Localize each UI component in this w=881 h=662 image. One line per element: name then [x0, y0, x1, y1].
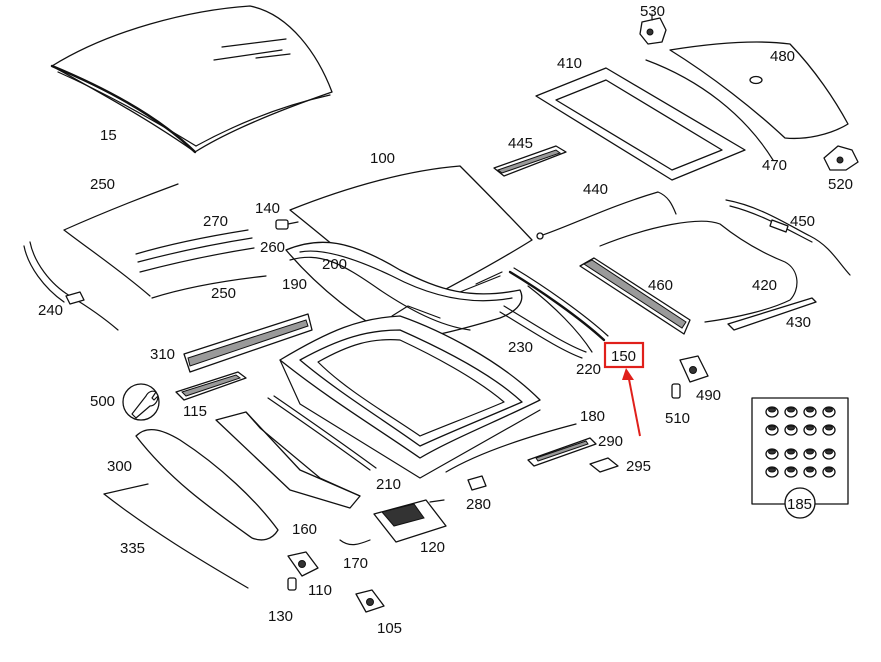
cap-top-icon: [768, 425, 776, 431]
part-250-240-strips: [23, 183, 267, 331]
part-15-glass-roof: [50, 5, 333, 154]
part-label-530: 530: [640, 3, 665, 20]
part-460-420-430-deflector: [579, 220, 817, 335]
part-310-wind-deflector: [183, 313, 313, 373]
part-label-410: 410: [557, 55, 582, 72]
part-label-490: 490: [696, 387, 721, 404]
part-520-clip: [823, 145, 859, 171]
part-main-cassette-frame: [279, 315, 541, 479]
part-label-290: 290: [598, 433, 623, 450]
part-490-510-clips: [671, 355, 709, 399]
part-label-280: 280: [466, 496, 491, 513]
part-label-160: 160: [292, 521, 317, 538]
part-label-420: 420: [752, 277, 777, 294]
part-number-labels: 15 100 105 110 115 120 130 140 150 160 170 180 185 19…: [38, 3, 853, 637]
part-label-230: 230: [508, 339, 533, 356]
part-170-cable: [339, 539, 371, 546]
part-label-250b: 250: [211, 285, 236, 302]
part-label-150: 150: [611, 348, 636, 365]
part-label-180: 180: [580, 408, 605, 425]
part-label-130: 130: [268, 608, 293, 625]
part-label-120: 120: [420, 539, 445, 556]
part-label-110: 110: [308, 582, 332, 599]
part-label-100: 100: [370, 150, 395, 167]
part-label-445: 445: [508, 135, 533, 152]
part-label-460: 460: [648, 277, 673, 294]
part-210-guide-rail: [267, 395, 377, 471]
highlight-arrowhead: [622, 368, 634, 380]
cap-top-icon: [768, 449, 776, 455]
part-180-290-295-trim: [445, 423, 619, 491]
part-140-screw: [275, 219, 299, 230]
part-300-shade-panel: [103, 429, 279, 589]
cap-top-icon: [787, 449, 795, 455]
part-label-185: 185: [787, 496, 812, 513]
part-530-clip: [639, 13, 667, 45]
part-label-170: 170: [343, 555, 368, 572]
part-label-250a: 250: [90, 176, 115, 193]
cap-top-icon: [787, 467, 795, 473]
part-450-cable: [725, 199, 851, 276]
part-440-cable: [536, 191, 677, 240]
part-label-520: 520: [828, 176, 853, 193]
cap-top-icon: [806, 467, 814, 473]
part-label-450: 450: [790, 213, 815, 230]
cap-top-icon: [787, 425, 795, 431]
part-480-rear-glass: [645, 41, 849, 161]
part-label-210: 210: [376, 476, 401, 493]
part-label-335: 335: [120, 540, 145, 557]
highlight-arrow: [627, 373, 641, 437]
part-label-440: 440: [583, 181, 608, 198]
part-410-frame: [535, 67, 746, 181]
highlight-box: [603, 341, 645, 369]
cap-top-icon: [825, 407, 833, 413]
cap-top-icon: [787, 407, 795, 413]
part-label-430: 430: [786, 314, 811, 331]
part-label-300: 300: [107, 458, 132, 475]
cap-top-icon: [825, 467, 833, 473]
cap-top-icon: [825, 449, 833, 455]
cap-top-icon: [768, 407, 776, 413]
part-label-470: 470: [762, 157, 787, 174]
part-label-510: 510: [665, 410, 690, 427]
part-230-220-150-rails: [499, 267, 609, 359]
cap-top-icon: [806, 449, 814, 455]
part-label-295: 295: [626, 458, 651, 475]
cap-top-icon: [806, 407, 814, 413]
cap-top-icon: [825, 425, 833, 431]
part-500-wrench-symbol: [122, 383, 160, 421]
part-115-bracket: [175, 371, 247, 401]
part-label-310: 310: [150, 346, 175, 363]
part-label-15: 15: [100, 127, 117, 144]
part-185-caps-kit: [751, 397, 849, 519]
part-label-105: 105: [377, 620, 402, 637]
part-label-140: 140: [255, 200, 280, 217]
part-120-motor: [373, 499, 447, 543]
part-160-shade-cassette: [215, 411, 361, 509]
part-label-500: 500: [90, 393, 115, 410]
part-label-260: 260: [260, 239, 285, 256]
part-label-115: 115: [183, 403, 207, 420]
part-110-105-130-clips: [287, 551, 385, 613]
part-label-220: 220: [576, 361, 601, 378]
cap-top-icon: [768, 467, 776, 473]
part-label-270: 270: [203, 213, 228, 230]
part-label-200: 200: [322, 256, 347, 273]
part-label-240: 240: [38, 302, 63, 319]
part-190-inner-frame: [289, 256, 471, 331]
part-label-480: 480: [770, 48, 795, 65]
part-label-190: 190: [282, 276, 307, 293]
highlight-indicator: [603, 341, 645, 437]
cap-top-icon: [806, 425, 814, 431]
part-445-bracket: [493, 145, 567, 177]
